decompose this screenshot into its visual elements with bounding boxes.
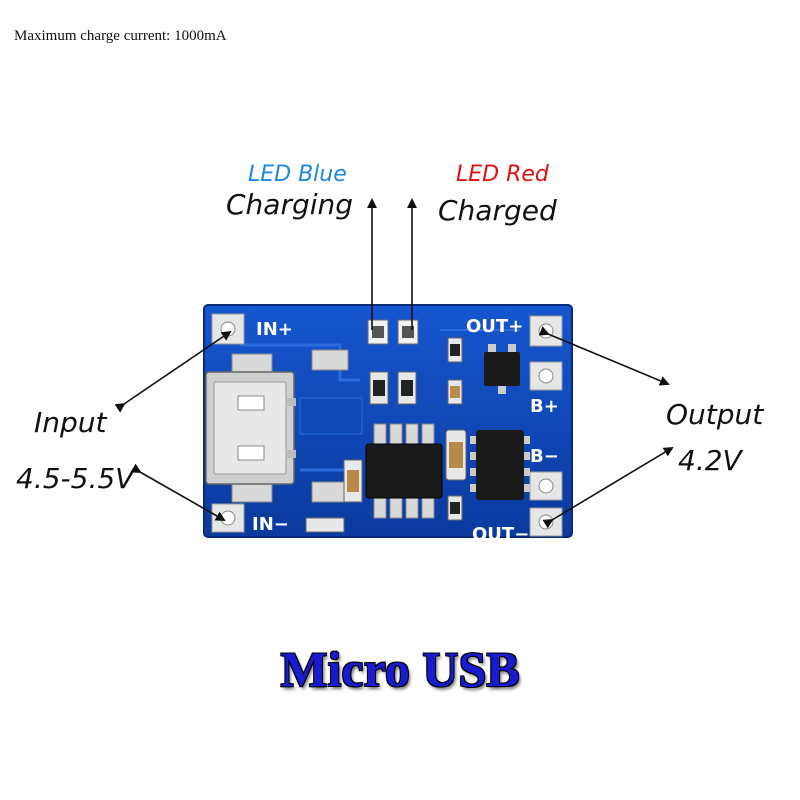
protection-ic [470, 430, 530, 500]
pad-b-plus [529, 361, 563, 391]
arrow-input-plus [114, 330, 232, 413]
resistor-body [450, 502, 460, 514]
pad-b-minus [529, 471, 563, 501]
input-label: Input [34, 406, 107, 439]
capacitor-body [449, 442, 463, 468]
mosfet-chip [484, 344, 520, 394]
solder-pad [311, 349, 349, 371]
pad-out-plus [529, 315, 563, 347]
resistor-body [401, 380, 413, 396]
arrow-output-plus [538, 326, 670, 386]
pad-in-plus [211, 313, 245, 345]
spec-max-charge-current: Maximum charge current: 1000mA [14, 28, 227, 44]
pin-label-in-plus: IN+ [256, 319, 293, 340]
led-red-label: LED Red [456, 162, 549, 187]
micro-usb-title: Micro USB [280, 641, 520, 697]
copper-area [299, 397, 363, 435]
pad-in-minus [211, 503, 245, 533]
led-blue-component [367, 319, 389, 345]
charged-label: Charged [438, 194, 557, 227]
arrow-output-minus [542, 446, 674, 529]
capacitor-body [347, 470, 359, 492]
solder-pad [311, 481, 349, 503]
output-voltage: 4.2V [678, 444, 742, 477]
arrow-input-minus [130, 463, 226, 521]
pin-label-out-minus: OUT− [472, 524, 529, 545]
led-blue-label: LED Blue [248, 162, 347, 187]
pin-label-in-minus: IN− [252, 514, 289, 535]
resistor-body [373, 380, 385, 396]
micro-usb-connector [205, 353, 296, 503]
output-label: Output [666, 398, 764, 431]
pin-label-b-minus: B− [530, 446, 559, 467]
pin-label-out-plus: OUT+ [466, 316, 523, 337]
resistor-body [450, 344, 460, 356]
capacitor-body [450, 386, 460, 398]
charger-ic [365, 423, 443, 519]
pin-label-b-plus: B+ [530, 396, 559, 417]
resistor [305, 517, 345, 533]
pad-out-minus [529, 507, 563, 537]
charging-label: Charging [226, 188, 354, 221]
led-red-component [397, 319, 419, 345]
input-voltage-range: 4.5-5.5V [16, 462, 135, 495]
